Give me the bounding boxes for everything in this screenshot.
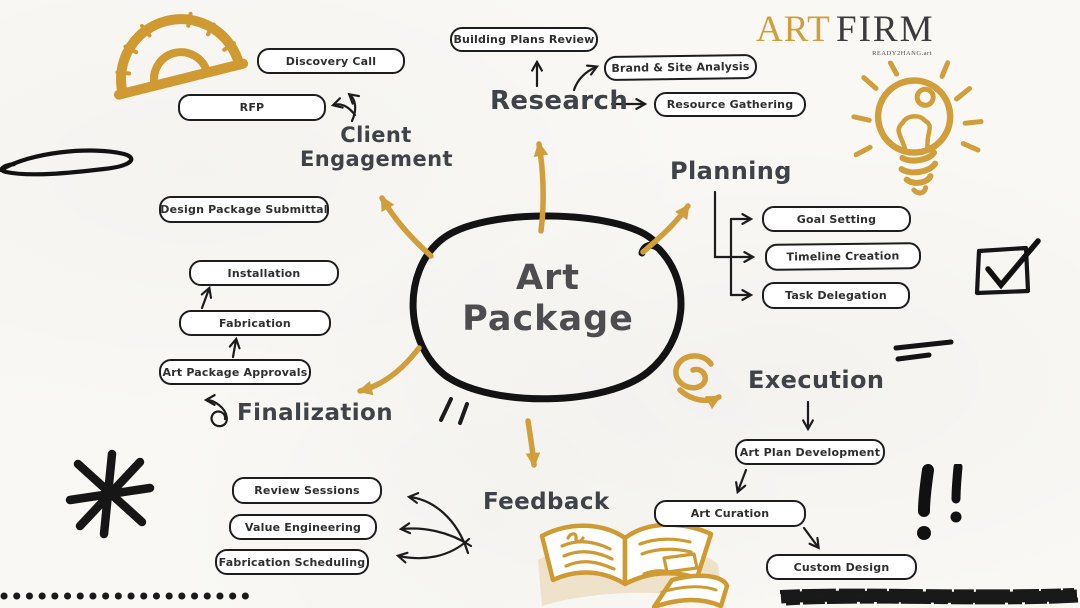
node-installation: Installation xyxy=(189,260,339,286)
planning-bracket-main xyxy=(713,190,733,259)
gold-spiral xyxy=(673,353,714,391)
node-resource-gathering: Resource Gathering xyxy=(654,92,806,117)
node-art-plan-development: Art Plan Development xyxy=(735,439,885,465)
lightbulb-icon xyxy=(851,60,984,196)
heading-execution: Execution xyxy=(748,366,885,394)
node-art-package-approvals: Art Package Approvals xyxy=(159,359,311,385)
checkbox-icon xyxy=(974,238,1041,296)
heading-feedback: Feedback xyxy=(483,489,610,515)
gold-arrow-execution xyxy=(677,387,722,410)
node-custom-design: Custom Design xyxy=(766,554,917,580)
dotted-line xyxy=(0,592,262,600)
gold-arrow-feedback xyxy=(525,418,541,468)
gold-arrow-client-engagement xyxy=(379,195,434,259)
center-topic: Art Package xyxy=(448,258,648,341)
arrow-to-rfp xyxy=(334,104,357,117)
heading-research: Research xyxy=(490,86,629,116)
arrow-rfp-up xyxy=(350,95,355,123)
gold-arrow-planning xyxy=(640,203,691,255)
heading-planning: Planning xyxy=(670,157,792,185)
double-lines xyxy=(893,339,954,362)
node-review-sessions: Review Sessions xyxy=(232,477,382,504)
node-value-engineering: Value Engineering xyxy=(229,514,377,540)
gold-arrow-research xyxy=(533,141,549,234)
asterisk-icon xyxy=(65,449,155,539)
heading-client-engagement: Client Engagement xyxy=(300,123,453,171)
node-fabrication-scheduling: Fabrication Scheduling xyxy=(215,549,369,575)
node-goal-setting: Goal Setting xyxy=(762,206,911,232)
arrow-feedback-fabsched xyxy=(399,537,471,558)
logo-tagline: READY2HANG.art xyxy=(872,50,932,57)
arrow-approvals-fabrication xyxy=(233,340,236,359)
arrow-feedback-review xyxy=(410,497,470,555)
exclamation-marks xyxy=(917,464,963,540)
marker-scribble xyxy=(779,588,1079,606)
swirl-line xyxy=(0,148,134,177)
center-topic-line2: Package xyxy=(462,299,634,340)
arrow-curation-custom xyxy=(802,526,818,547)
heading-finalization: Finalization xyxy=(237,400,394,426)
arrow-fabrication-installation xyxy=(202,289,209,310)
node-task-delegation: Task Delegation xyxy=(762,282,910,309)
node-brand-site-analysis: Brand & Site Analysis xyxy=(603,53,758,82)
node-rfp: RFP xyxy=(178,94,326,121)
gold-arrow-finalization xyxy=(357,345,422,396)
emphasis-dash-1 xyxy=(439,397,453,422)
node-fabrication: Fabrication xyxy=(179,310,331,336)
arrow-artplan-curation xyxy=(738,468,748,491)
center-topic-line1: Art xyxy=(515,258,581,298)
node-design-package-submittal: Design Package Submittal xyxy=(159,196,329,223)
brand-logo: ART FIRM READY2HANG.art xyxy=(756,8,934,62)
emphasis-dash-2 xyxy=(458,402,469,425)
open-book-icon xyxy=(538,522,730,608)
logo-art: ART xyxy=(756,9,831,50)
node-discovery-call: Discovery Call xyxy=(257,48,405,74)
arrow-feedback-value xyxy=(402,529,473,548)
node-timeline-creation: Timeline Creation xyxy=(764,242,922,271)
logo-firm: FIRM xyxy=(836,9,935,50)
node-building-plans-review: Building Plans Review xyxy=(450,27,598,52)
node-art-curation: Art Curation xyxy=(654,500,806,527)
finalization-curl-arrow xyxy=(207,400,228,428)
